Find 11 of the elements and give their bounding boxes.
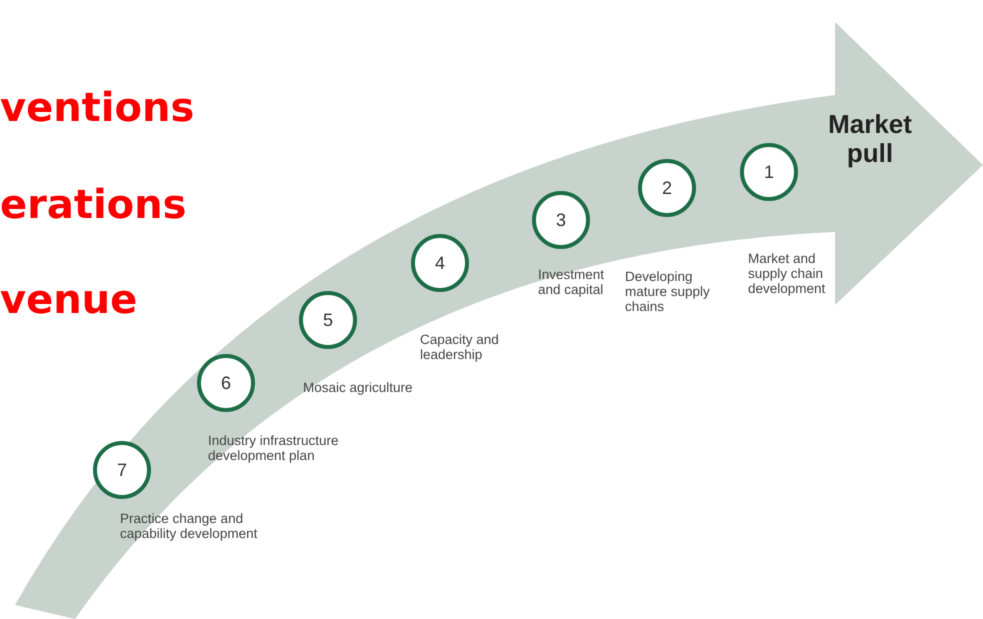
heading-text: venue [0,280,138,320]
step-caption: Investment and capital [538,268,606,298]
step-caption: Developing mature supply chains [625,270,711,315]
heading-text: ventions [0,88,194,128]
step-caption: Practice change and capability development [120,512,258,542]
step-caption: Market and supply chain development [748,252,826,297]
step-caption: Mosaic agriculture [303,381,414,396]
step-caption: Industry infrastructure development plan [208,434,340,464]
arrow-label: Market pull [827,110,913,168]
heading-text: erations [0,185,186,225]
step-caption: Capacity and leadership [420,333,500,363]
